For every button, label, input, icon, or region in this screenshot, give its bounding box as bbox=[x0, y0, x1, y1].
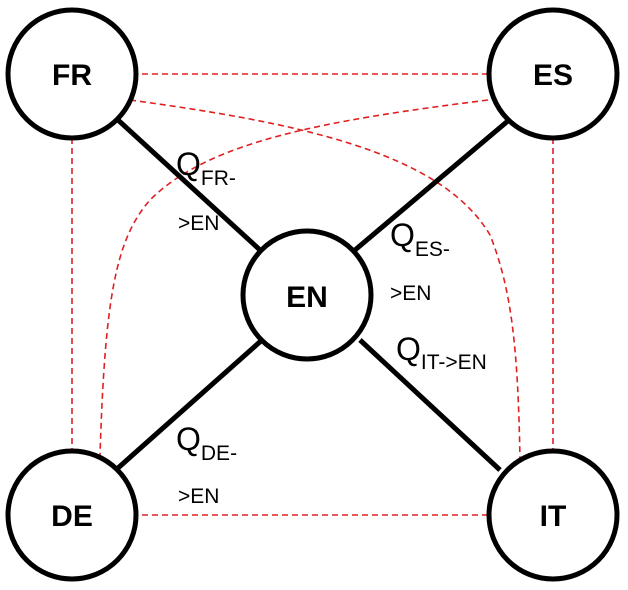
dashed-edge-es-de bbox=[99, 99, 489, 456]
node-en-circle bbox=[240, 228, 374, 362]
edge-label-es-en-line2: >EN bbox=[390, 282, 431, 305]
node-de-label: DE bbox=[51, 500, 93, 533]
node-fr: FR bbox=[5, 7, 139, 141]
edge-label-fr-en-line2: >EN bbox=[178, 212, 219, 235]
edge-label-es-en-line1: QES- bbox=[390, 217, 450, 261]
node-es-label: ES bbox=[533, 59, 573, 92]
edge-label-fr-en: QFR- >EN bbox=[176, 146, 236, 235]
edge-label-es-en: QES- >EN bbox=[390, 217, 450, 305]
edge-fr-en bbox=[116, 118, 262, 252]
edge-label-de-en-q: Q bbox=[176, 421, 201, 457]
node-fr-label: FR bbox=[52, 59, 92, 92]
edge-label-fr-en-sub: FR- bbox=[201, 167, 236, 190]
dashed-connections bbox=[71, 73, 554, 516]
node-it-circle bbox=[486, 448, 620, 582]
edge-label-it-en: QIT->EN bbox=[396, 331, 487, 374]
edge-label-it-en-q: Q bbox=[396, 331, 421, 367]
node-es-circle bbox=[486, 7, 620, 141]
edge-label-es-en-q: Q bbox=[390, 217, 415, 253]
node-de-circle bbox=[5, 448, 139, 582]
node-en: EN bbox=[240, 228, 374, 362]
node-fr-circle bbox=[5, 7, 139, 141]
node-it-label: IT bbox=[540, 500, 567, 533]
solid-connections bbox=[116, 118, 511, 472]
edge-label-it-en-sub: IT->EN bbox=[421, 351, 487, 374]
edge-label-fr-en-q: Q bbox=[176, 146, 201, 182]
edge-label-fr-en-line1: QFR- bbox=[176, 146, 236, 190]
dashed-edge-fr-it bbox=[129, 99, 521, 461]
edge-es-en bbox=[353, 118, 511, 252]
edge-label-de-en-line1: QDE- bbox=[176, 421, 237, 465]
edge-it-en bbox=[358, 338, 502, 472]
edge-label-de-en-line2: >EN bbox=[178, 485, 219, 508]
edge-label-it-en-line1: QIT->EN bbox=[396, 331, 487, 374]
edge-de-en bbox=[116, 338, 264, 470]
node-it: IT bbox=[486, 448, 620, 582]
node-en-label: EN bbox=[286, 281, 328, 314]
edge-label-de-en: QDE- >EN bbox=[176, 421, 237, 508]
node-es: ES bbox=[486, 7, 620, 141]
edge-label-es-en-sub: ES- bbox=[415, 238, 450, 261]
node-de: DE bbox=[5, 448, 139, 582]
edge-label-de-en-sub: DE- bbox=[201, 442, 237, 465]
